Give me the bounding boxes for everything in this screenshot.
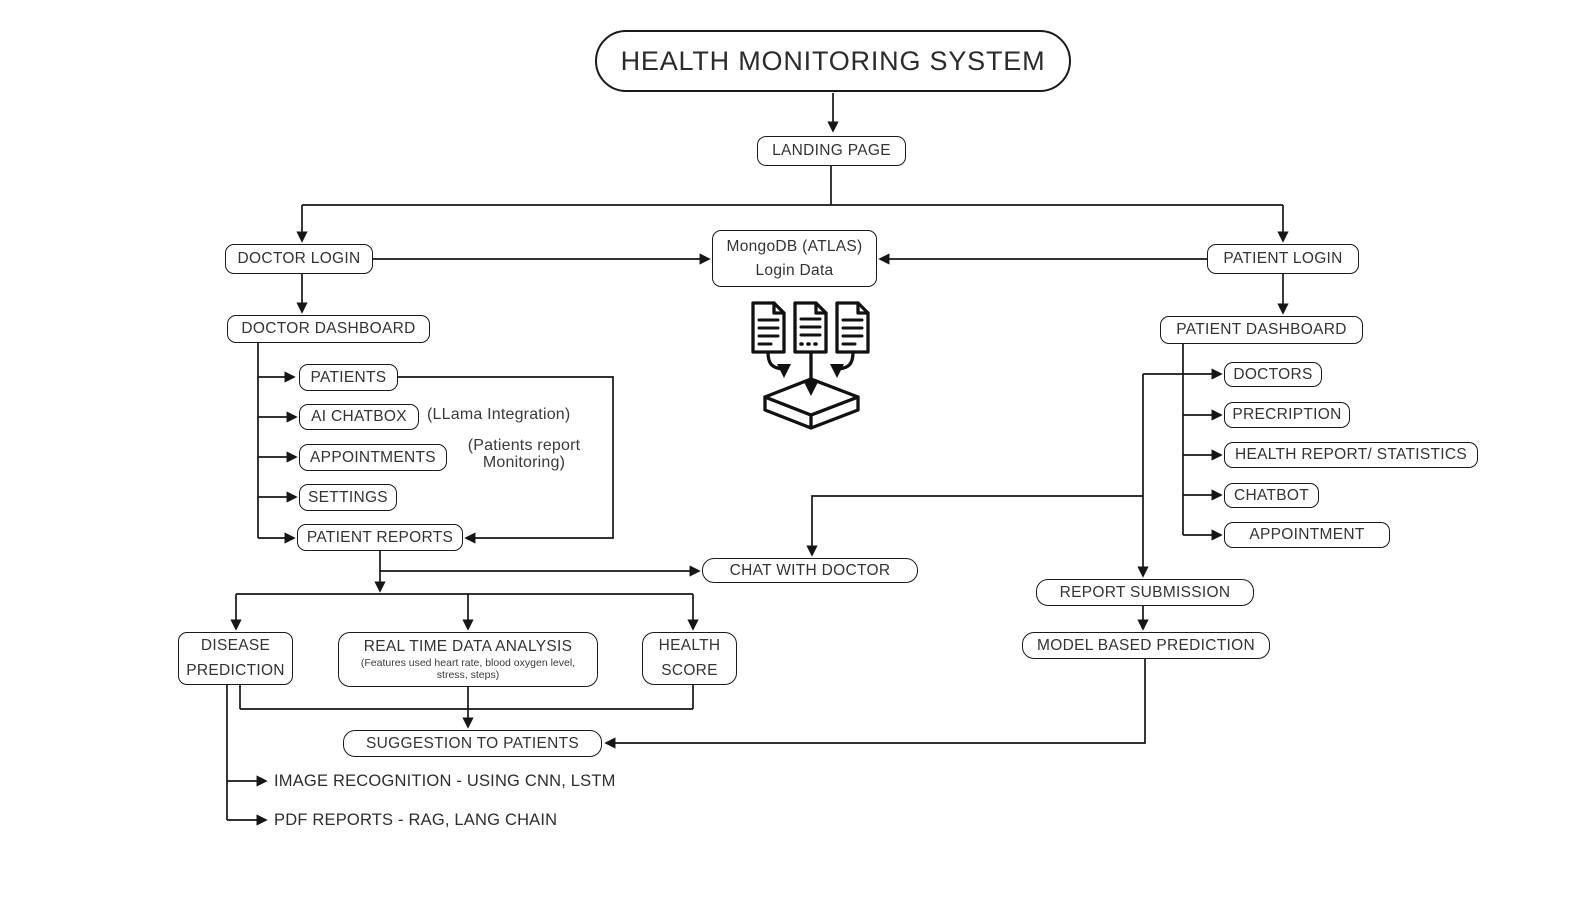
node-chatbot: CHATBOT — [1224, 483, 1319, 508]
node-landing-page: LANDING PAGE — [757, 136, 906, 166]
node-appointments: APPOINTMENTS — [299, 444, 447, 471]
node-mongodb-atlas-login-data: MongoDB (ATLAS) Login Data — [712, 230, 877, 287]
node-report-submission: REPORT SUBMISSION — [1036, 579, 1254, 606]
node-real-time-data-analysis: REAL TIME DATA ANALYSIS (Features used h… — [338, 632, 598, 687]
node-patient-dashboard: PATIENT DASHBOARD — [1160, 316, 1363, 344]
bullet-pdf-reports: PDF REPORTS - RAG, LANG CHAIN — [274, 811, 558, 829]
node-health-score: HEALTH SCORE — [642, 632, 737, 685]
node-health-monitoring-system: HEALTH MONITORING SYSTEM — [595, 30, 1071, 92]
patients-report-monitoring-note: (Patients report Monitoring) — [467, 437, 581, 472]
node-suggestion-to-patients: SUGGESTION TO PATIENTS — [343, 730, 602, 757]
document-icon — [835, 301, 870, 354]
node-doctor-dashboard: DOCTOR DASHBOARD — [227, 315, 430, 343]
node-health-report-statistics: HEALTH REPORT/ STATISTICS — [1224, 442, 1478, 468]
flow-connectors — [226, 93, 1289, 826]
llama-integration-note: (LLama Integration) — [427, 406, 571, 423]
document-icon — [751, 301, 786, 354]
merge-arrows-icon — [766, 350, 855, 396]
database-tray-icon — [763, 377, 860, 430]
bullet-image-recognition: IMAGE RECOGNITION - USING CNN, LSTM — [274, 772, 616, 790]
node-patients: PATIENTS — [299, 364, 398, 391]
database-documents-icon — [751, 301, 870, 430]
node-appointment: APPOINTMENT — [1224, 522, 1390, 548]
node-settings: SETTINGS — [299, 484, 397, 511]
node-doctor-login: DOCTOR LOGIN — [225, 244, 373, 274]
node-disease-prediction: DISEASE PREDICTION — [178, 632, 293, 685]
document-icon — [793, 301, 828, 354]
node-chat-with-doctor: CHAT WITH DOCTOR — [702, 558, 918, 583]
node-patient-reports: PATIENT REPORTS — [297, 524, 463, 551]
node-precription: PRECRIPTION — [1224, 402, 1350, 428]
diagram-title: HEALTH MONITORING SYSTEM — [620, 45, 1046, 76]
node-ai-chatbox: AI CHATBOX — [299, 404, 419, 430]
realtime-features-note: (Features used heart rate, blood oxygen … — [360, 656, 576, 681]
node-patient-login: PATIENT LOGIN — [1207, 244, 1359, 274]
node-doctors: DOCTORS — [1224, 362, 1322, 387]
node-model-based-prediction: MODEL BASED PREDICTION — [1022, 632, 1270, 659]
